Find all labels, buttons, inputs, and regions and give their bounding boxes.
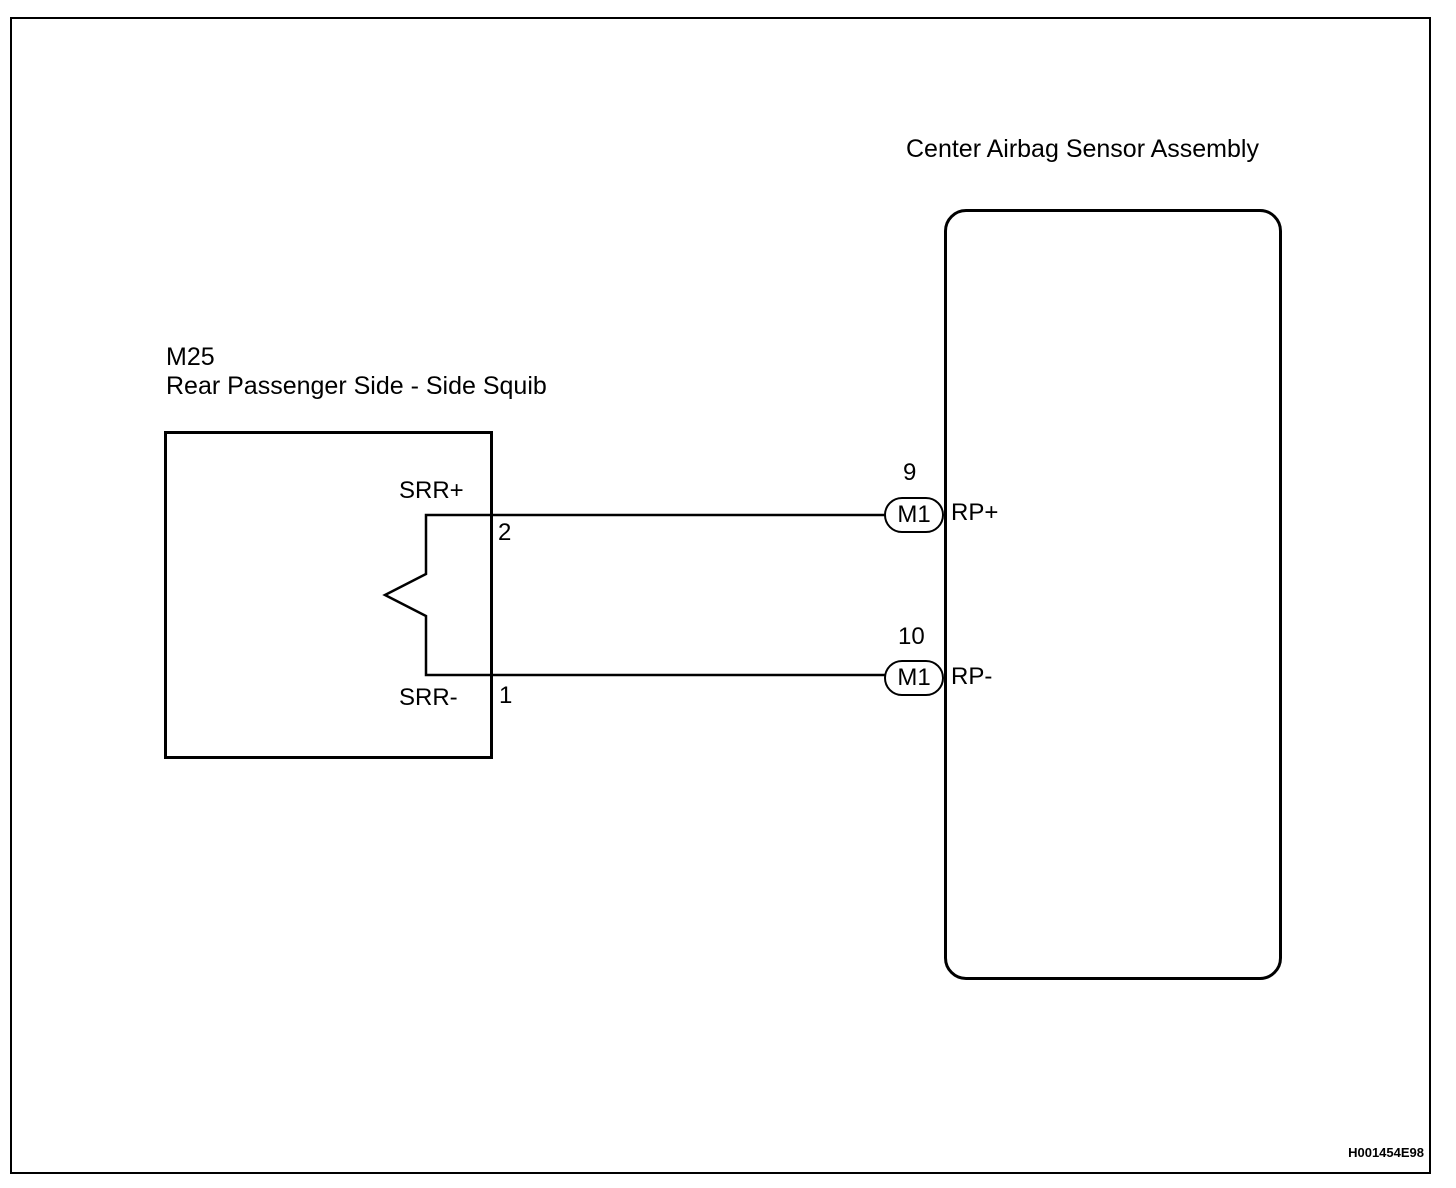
connector-m1-upper: M1: [884, 497, 944, 533]
diagram-frame: [10, 17, 1431, 1174]
squib-title: Rear Passenger Side - Side Squib: [166, 372, 547, 400]
connector-m1-lower: M1: [884, 660, 944, 696]
ecu-pin-10: 10: [898, 623, 925, 650]
ecu-terminal-rp-plus: RP+: [951, 499, 999, 526]
figure-code: H001454E98: [1348, 1145, 1424, 1160]
squib-terminal-srr-minus: SRR-: [399, 684, 458, 711]
wire-srr-plus: [382, 513, 885, 677]
squib-terminal-srr-plus: SRR+: [399, 477, 464, 504]
squib-connector-id: M25: [166, 343, 215, 371]
squib-pin-2: 2: [498, 519, 512, 546]
squib-pin-1: 1: [499, 682, 513, 709]
ecu-box: [944, 209, 1282, 980]
ecu-title: Center Airbag Sensor Assembly: [906, 135, 1259, 163]
ecu-terminal-rp-minus: RP-: [951, 663, 993, 690]
squib-box: [164, 431, 493, 759]
ecu-pin-9: 9: [903, 459, 917, 486]
